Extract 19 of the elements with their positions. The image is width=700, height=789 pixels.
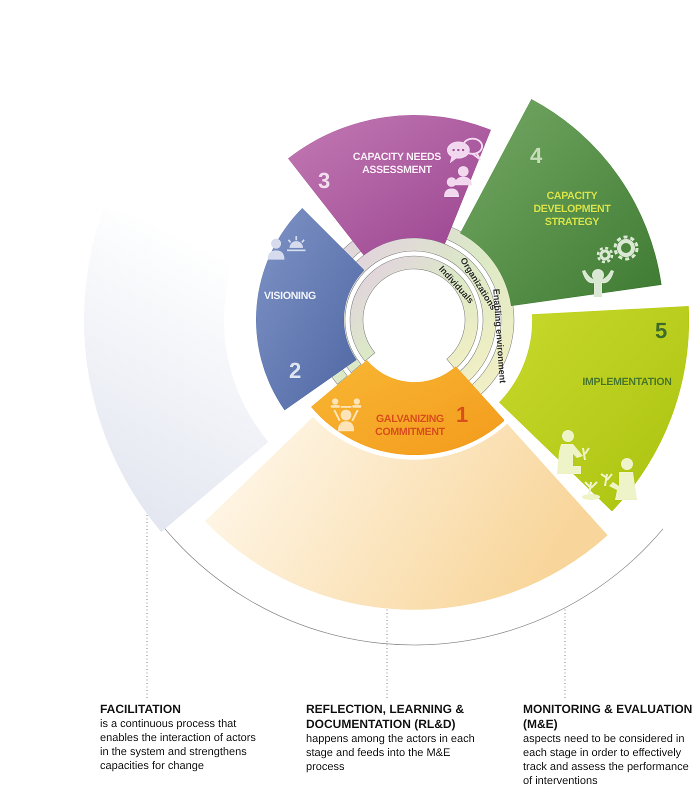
stage-number: 4 (530, 144, 542, 167)
stage-title: GALVANIZING COMMITMENT (374, 412, 446, 439)
stage-number: 5 (654, 320, 668, 342)
section-heading: MONITORING & EVALUATION (M&E) (523, 702, 694, 732)
stage-title: CAPACITY DEVELOPMENT STRATEGY (532, 190, 612, 229)
leader-line (146, 513, 148, 698)
section-description: is a continuous process that enables the interaction of actors in the system and strengthens capacities for change (100, 717, 257, 773)
leader-line (386, 608, 388, 698)
stage-title: VISIONING (263, 290, 317, 303)
stage-title: IMPLEMENTATION (581, 376, 673, 389)
stage-number: 3 (318, 170, 330, 192)
stage-number: 2 (288, 360, 302, 382)
section-description: happens among the actors in each stage and feeds into the M&E process (306, 732, 476, 774)
stage-title: CAPACITY NEEDS ASSESSMENT (352, 151, 442, 177)
section-description: aspects need to be considered in each stage in order to effectively track and assess the performance of interventions (523, 732, 690, 788)
leader-line (564, 607, 566, 698)
stage-number: 1 (456, 404, 468, 426)
section-heading: FACILITATION (100, 702, 182, 717)
section-heading: REFLECTION, LEARNING & DOCUMENTATION (RL&D) (306, 702, 465, 732)
